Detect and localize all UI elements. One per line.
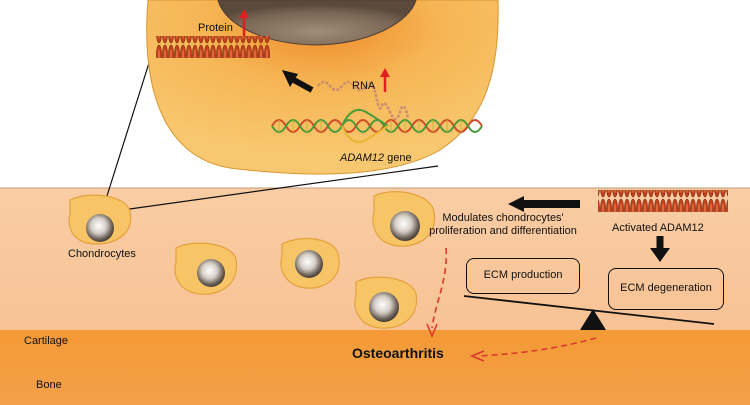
chondrocyte-cell xyxy=(372,191,436,247)
modulates-line-2: proliferation and differentiation xyxy=(429,225,577,237)
dashed-arrowhead xyxy=(469,350,485,362)
activated-adam12-label: Activated ADAM12 xyxy=(612,222,704,234)
protein-helix-icon xyxy=(156,36,270,58)
translation-arrow-icon xyxy=(282,70,314,93)
chondrocyte-cell xyxy=(68,194,132,245)
rna-up-arrow-icon xyxy=(380,68,390,92)
nucleus xyxy=(217,0,417,46)
ecm-production-text: ECM production xyxy=(483,269,563,281)
modulates-line-1: Modulates chondrocytes' xyxy=(442,212,564,224)
gene-name: ADAM12 xyxy=(340,152,385,164)
bone-layer xyxy=(0,330,750,405)
dna-double-helix-icon xyxy=(271,108,483,144)
rna-strand-icon xyxy=(317,80,410,121)
osteoarthritis-label: Osteoarthritis xyxy=(352,345,444,361)
chondrocytes-label: Chondrocytes xyxy=(68,248,136,260)
zoom-line-right xyxy=(107,165,439,213)
protein-label: Protein xyxy=(198,22,233,34)
activated-adam12-protein-icon xyxy=(598,190,728,212)
rna-label: RNA xyxy=(352,80,376,92)
gene-label: ADAM12 gene xyxy=(340,152,412,165)
cartilage-label: Cartilage xyxy=(24,335,69,347)
leftward-arrow-icon xyxy=(508,196,580,212)
ecm-degeneration-text: ECM degeneration xyxy=(620,282,712,294)
chondrocyte-cell xyxy=(280,237,340,289)
zoom-line-left xyxy=(99,43,156,219)
chondrocyte-cell xyxy=(174,242,238,295)
dashed-arrow-to-osteoarthritis xyxy=(431,247,597,357)
chondrocyte-cell xyxy=(354,276,418,329)
balance-beam xyxy=(463,295,715,325)
ecm-degeneration-box: ECM degeneration xyxy=(608,268,724,310)
downward-arrow-icon xyxy=(650,236,670,262)
ecm-production-box: ECM production xyxy=(466,258,580,294)
bone-label: Bone xyxy=(36,379,62,391)
protein-up-arrow-icon xyxy=(239,9,249,36)
gene-suffix: gene xyxy=(384,152,412,164)
modulates-label: Modulates chondrocytes' proliferation an… xyxy=(424,212,582,238)
dashed-arrowhead xyxy=(426,323,438,339)
balance-fulcrum-icon xyxy=(580,309,606,330)
